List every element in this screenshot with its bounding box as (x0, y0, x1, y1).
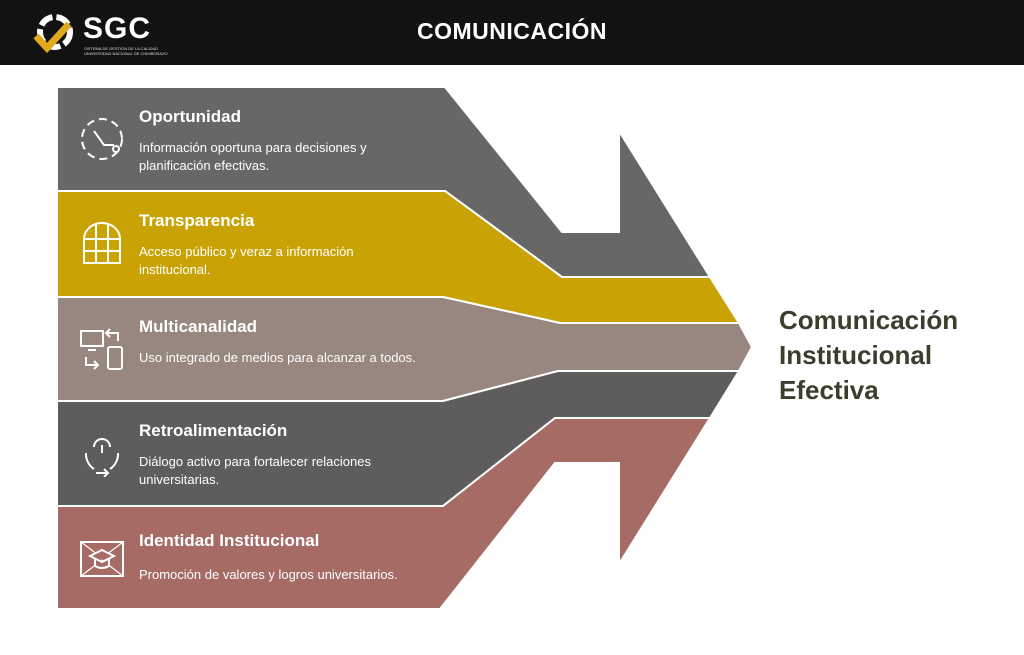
graduation-cap-icon (80, 541, 124, 577)
clock-icon (81, 118, 123, 160)
item-identidad-institucional: Identidad Institucional Promoción de val… (0, 506, 440, 609)
item-description: Uso integrado de medios para alcanzar a … (139, 350, 416, 365)
item-transparencia: Transparencia Acceso público y veraz a i… (0, 191, 440, 297)
result-line: Comunicación (779, 305, 959, 335)
band-identidad (56, 417, 712, 610)
result-heading: Comunicación Institucional Efectiva (779, 303, 958, 408)
item-title: Oportunidad (139, 107, 241, 126)
window-icon (83, 222, 121, 264)
item-description: Diálogo activo para fortalecer relacione… (139, 454, 371, 487)
item-title: Identidad Institucional (139, 531, 320, 550)
item-description: Promoción de valores y logros universita… (139, 567, 398, 582)
logo-check-icon (33, 14, 73, 54)
page-title: COMUNICACIÓN (417, 18, 607, 44)
item-oportunidad: Oportunidad Información oportuna para de… (0, 87, 440, 191)
item-description: Información oportuna para decisiones y p… (139, 140, 367, 173)
devices-icon (80, 328, 123, 370)
logo-text: SGC (83, 12, 152, 45)
item-description: Acceso público y veraz a información ins… (139, 244, 354, 277)
result-line: Institucional (779, 340, 933, 370)
item-title: Multicanalidad (139, 317, 258, 336)
feedback-cycle-icon (84, 438, 120, 477)
item-retroalimentacion: Retroalimentación Diálogo activo para fo… (0, 401, 440, 506)
item-multicanalidad: Multicanalidad Uso integrado de medios p… (0, 297, 440, 401)
item-title: Retroalimentación (139, 421, 288, 440)
result-line: Efectiva (779, 375, 879, 405)
item-title: Transparencia (139, 211, 255, 230)
